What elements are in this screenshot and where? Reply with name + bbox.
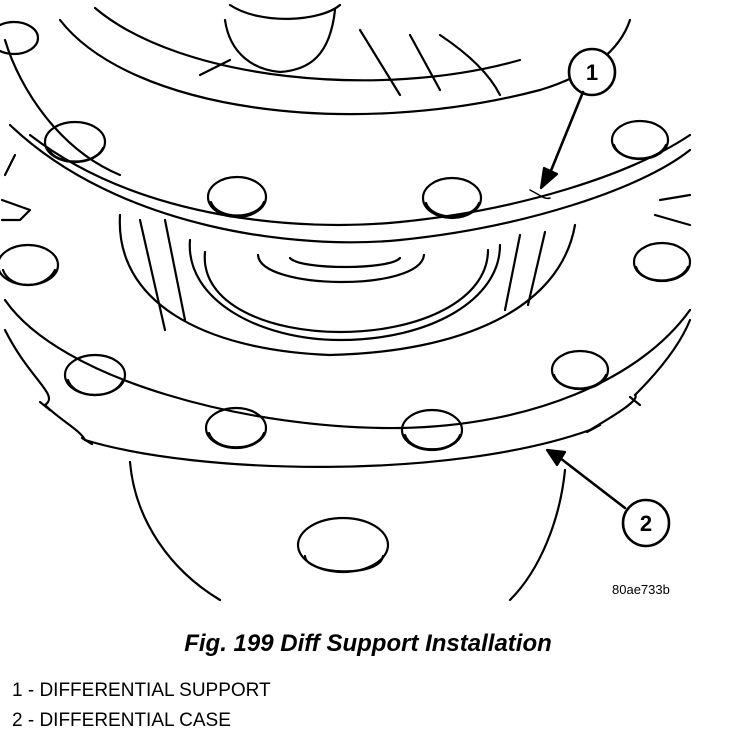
upper-detail <box>198 3 502 97</box>
legend-item: 1 - DIFFERENTIAL SUPPORT <box>12 680 271 701</box>
callout-2-number: 2 <box>640 511 652 536</box>
dome-hole <box>296 516 390 574</box>
case-dome <box>128 460 222 602</box>
legend: 1 - DIFFERENTIAL SUPPORT 2 - DIFFERENTIA… <box>12 676 271 736</box>
callout-1-number: 1 <box>586 60 598 85</box>
edge-fragment <box>0 153 692 227</box>
support-bolt-hole <box>0 20 670 220</box>
callout-2 <box>545 448 671 548</box>
diagram: 1 2 <box>0 3 692 602</box>
center-hub <box>118 213 577 357</box>
figure-caption: Fig. 199 Diff Support Installation <box>184 630 552 657</box>
case-bolt-hole <box>0 241 692 452</box>
differential-case <box>3 298 692 468</box>
differential-support <box>3 6 692 244</box>
legend-item: 2 - DIFFERENTIAL CASE <box>12 710 231 731</box>
figure-code: 80ae733b <box>612 582 670 597</box>
callout-1 <box>529 47 617 200</box>
